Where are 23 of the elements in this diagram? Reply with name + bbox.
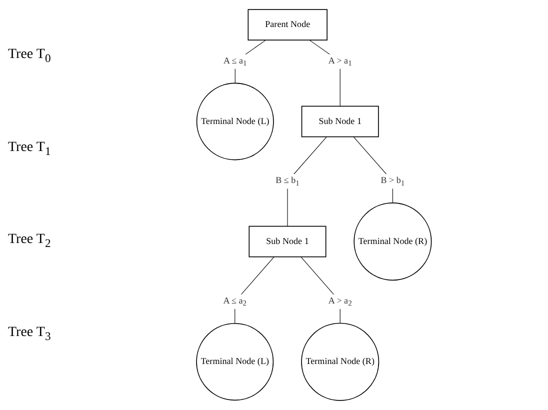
level-label: Tree T$_{0}$ (8, 47, 52, 66)
level-label: Tree T$_{2}$ (8, 232, 52, 250)
edge-label: A > a$_{1}$ (328, 56, 352, 68)
node-circle: Terminal Node (L) (196, 82, 274, 160)
connector (234, 256, 274, 324)
node-circle: Terminal Node (L) (196, 323, 274, 401)
connector (234, 40, 266, 84)
node-box: Parent Node (248, 9, 328, 40)
node-box: Sub Node 1 (301, 106, 379, 138)
edge-label: B ≤ b$_{1}$ (276, 176, 300, 188)
node-box: Sub Node 1 (248, 226, 326, 258)
node-circle: Terminal Node (R) (301, 322, 380, 401)
level-label: Tree T$_{3}$ (8, 324, 52, 343)
edge-label: A ≤ a$_{2}$ (223, 296, 247, 308)
connector (309, 40, 340, 107)
connector (300, 256, 340, 324)
node-circle: Terminal Node (R) (354, 202, 432, 281)
connector (287, 136, 328, 227)
connector (353, 136, 394, 204)
level-label: Tree T$_{1}$ (8, 140, 52, 158)
edge-label: A ≤ a$_{1}$ (224, 56, 247, 68)
edge-label: B > b$_{1}$ (380, 176, 405, 188)
edge-label: A > a$_{2}$ (328, 296, 352, 308)
